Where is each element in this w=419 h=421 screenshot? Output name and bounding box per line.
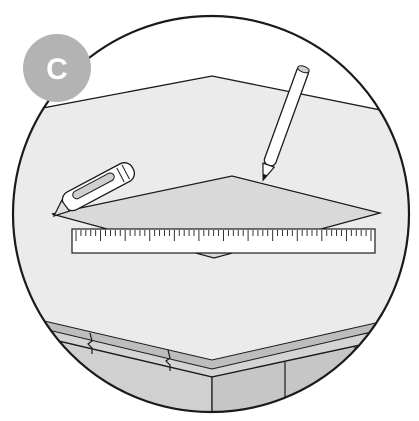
step-badge: C [23, 34, 91, 102]
step-label: C [46, 53, 68, 86]
ruler-icon [72, 229, 375, 253]
